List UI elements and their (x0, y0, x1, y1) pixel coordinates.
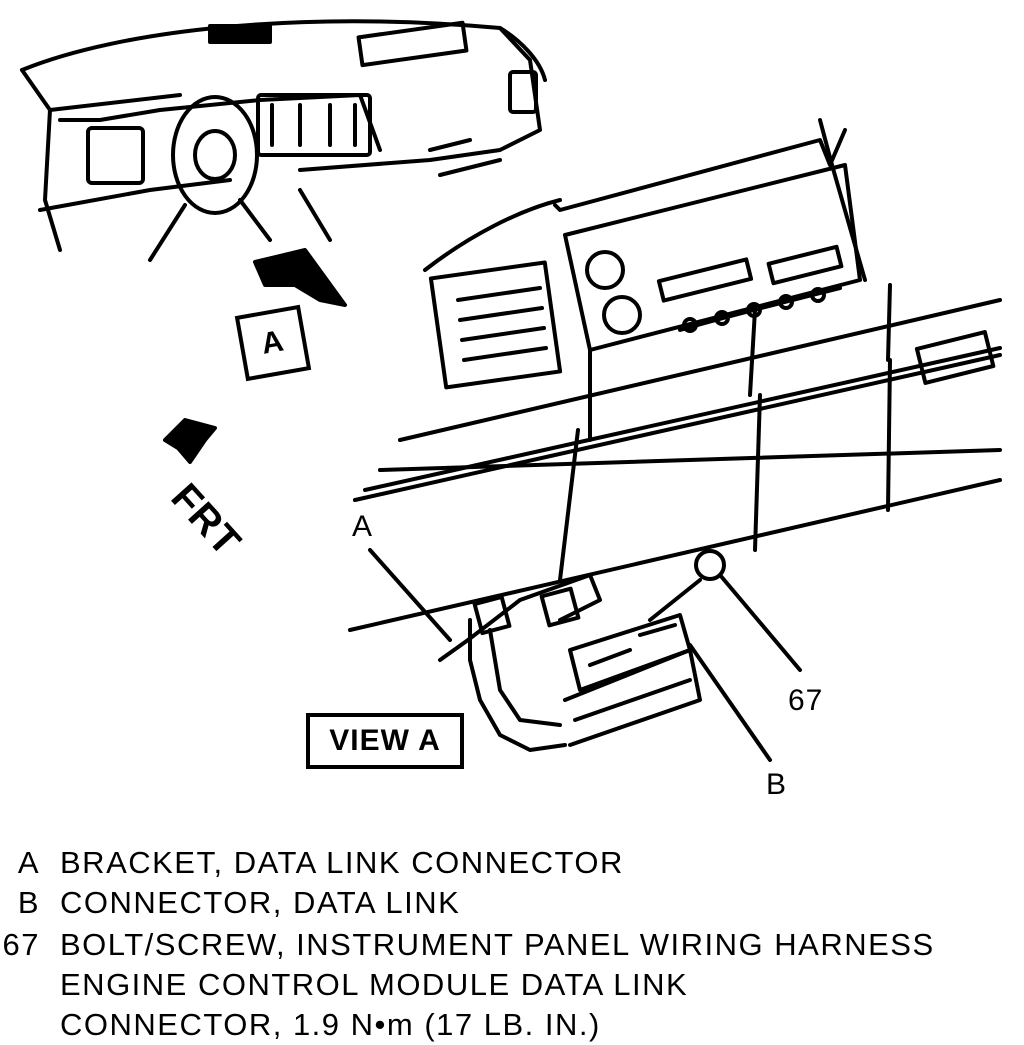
legend-key: A (17, 845, 40, 880)
view-a-tag-label: A (258, 324, 287, 361)
legend-row-67: 67 BOLT/SCREW, INSTRUMENT PANEL WIRING H… (0, 925, 935, 965)
leader-67 (718, 573, 802, 672)
view-arrow (253, 248, 347, 307)
leader-b (688, 643, 772, 762)
legend-row-a: A BRACKET, DATA LINK CONNECTOR (0, 843, 624, 883)
view-a-tag: A (234, 304, 312, 382)
front-arrow (163, 418, 217, 464)
legend-desc: BOLT/SCREW, INSTRUMENT PANEL WIRING HARN… (60, 927, 935, 962)
legend-desc: CONNECTOR, 1.9 N•m (17 LB. IN.) (60, 1007, 601, 1042)
leader-a (368, 548, 452, 642)
callout-b: B (766, 768, 788, 801)
view-title-label: VIEW A (329, 724, 441, 757)
legend-desc: BRACKET, DATA LINK CONNECTOR (60, 845, 624, 880)
center-console (423, 118, 867, 390)
legend-row-67-cont2: CONNECTOR, 1.9 N•m (17 LB. IN.) (0, 1005, 601, 1045)
lower-panel (348, 283, 1002, 632)
legend-desc: CONNECTOR, DATA LINK (60, 885, 461, 920)
legend-desc: ENGINE CONTROL MODULE DATA LINK (60, 967, 689, 1002)
legend-key: 67 (2, 927, 40, 962)
dashboard-overview (20, 19, 547, 262)
legend-key: B (17, 885, 40, 920)
view-title: VIEW A (306, 713, 464, 769)
instrument-panel-diagram (20, 19, 1002, 762)
legend-row-b: B CONNECTOR, DATA LINK (0, 883, 460, 923)
callout-a: A (352, 510, 374, 543)
legend-row-67-cont1: ENGINE CONTROL MODULE DATA LINK (0, 965, 688, 1005)
callout-67: 67 (788, 684, 824, 717)
data-link-bracket (438, 549, 726, 752)
